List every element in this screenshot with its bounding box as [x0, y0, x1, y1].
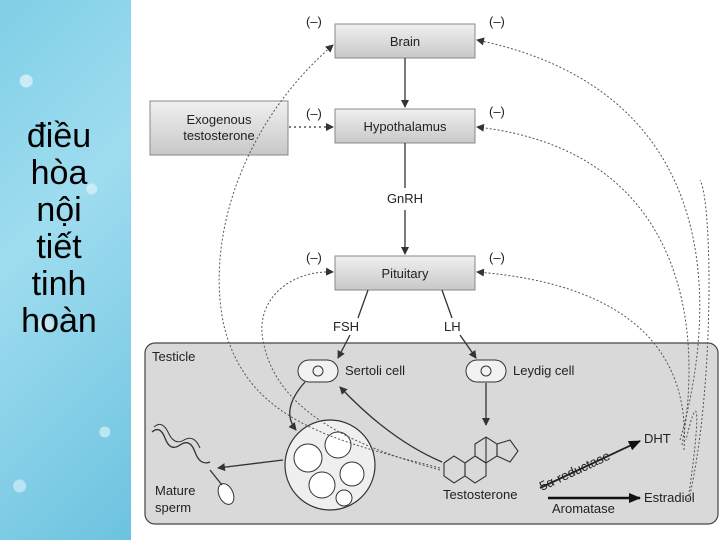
- mature-sperm-label-line2: sperm: [155, 500, 191, 515]
- lh-to-leydig-arrow: [459, 334, 477, 359]
- brain-box: Brain: [334, 23, 476, 59]
- sertoli-label: Sertoli cell: [345, 363, 405, 378]
- sertoli-to-tubule-arrow: [288, 381, 306, 431]
- title-line-1: điều: [26, 117, 92, 155]
- decorative-sidebar: điều hòa nội tiết tinh hoàn: [0, 0, 131, 540]
- aromatase-label: Aromatase: [552, 501, 615, 516]
- dht-label: DHT: [644, 431, 671, 446]
- lh-label: LH: [444, 319, 461, 334]
- mature-sperm-icon: [151, 423, 235, 505]
- testosterone-feedback-pituitary-left: [261, 267, 441, 471]
- fsh-to-sertoli-arrow: [337, 334, 351, 359]
- hypothalamus-label: Hypothalamus: [363, 119, 447, 134]
- slide-title: điều hòa nội tiết tinh hoàn: [0, 118, 118, 340]
- title-line-2: hòa: [30, 154, 88, 192]
- gnrh-label: GnRH: [387, 191, 423, 206]
- inhibition-mark-hypothalamus-right: (–): [489, 104, 505, 119]
- inhibition-mark-pituitary-right: (–): [489, 250, 505, 265]
- mature-sperm-label-line1: Mature: [155, 483, 195, 498]
- title-line-4: tiết: [36, 228, 82, 266]
- leydig-label: Leydig cell: [513, 363, 575, 378]
- estradiol-label: Estradiol: [644, 490, 695, 505]
- testosterone-feedback-brain-left: [218, 44, 441, 469]
- pituitary-box: Pituitary: [334, 255, 476, 291]
- pituitary-label: Pituitary: [382, 266, 429, 281]
- tubule-to-sperm-arrow: [217, 459, 284, 472]
- title-line-6: hoàn: [21, 302, 97, 340]
- seminiferous-tubule-icon: [284, 419, 376, 511]
- testosterone-molecule-icon: [443, 436, 519, 484]
- pituitary-to-fsh-line: [357, 289, 369, 319]
- brain-label: Brain: [390, 34, 420, 49]
- title-line-3: nội: [36, 191, 82, 229]
- sertoli-cell-icon: [297, 359, 339, 383]
- inhibition-mark-brain-right: (–): [489, 14, 505, 29]
- exogenous-testosterone-box: Exogenous testosterone: [149, 100, 289, 156]
- leydig-cell-icon: [465, 359, 507, 383]
- inhibition-mark-hypothalamus-left: (–): [306, 106, 322, 121]
- testosterone-label: Testosterone: [443, 487, 517, 502]
- estradiol-feedback-line: [689, 179, 710, 496]
- exogenous-label-line2: testosterone: [183, 128, 255, 143]
- fsh-label: FSH: [333, 319, 359, 334]
- inhibition-mark-pituitary-left: (–): [306, 250, 322, 265]
- inhibition-mark-brain-left: (–): [306, 14, 322, 29]
- dht-feedback-pituitary: [476, 268, 685, 451]
- testicle-label: Testicle: [152, 349, 195, 364]
- hypothalamus-box: Hypothalamus: [334, 108, 476, 144]
- title-line-5: tinh: [31, 265, 87, 303]
- testosterone-to-sertoli-arrow: [339, 386, 443, 463]
- dht-feedback-brain: [476, 37, 701, 441]
- pituitary-to-lh-line: [441, 289, 453, 319]
- exogenous-label-line1: Exogenous: [186, 112, 252, 127]
- dht-feedback-hypothalamus: [476, 123, 690, 446]
- reductase-arrow: [539, 440, 641, 489]
